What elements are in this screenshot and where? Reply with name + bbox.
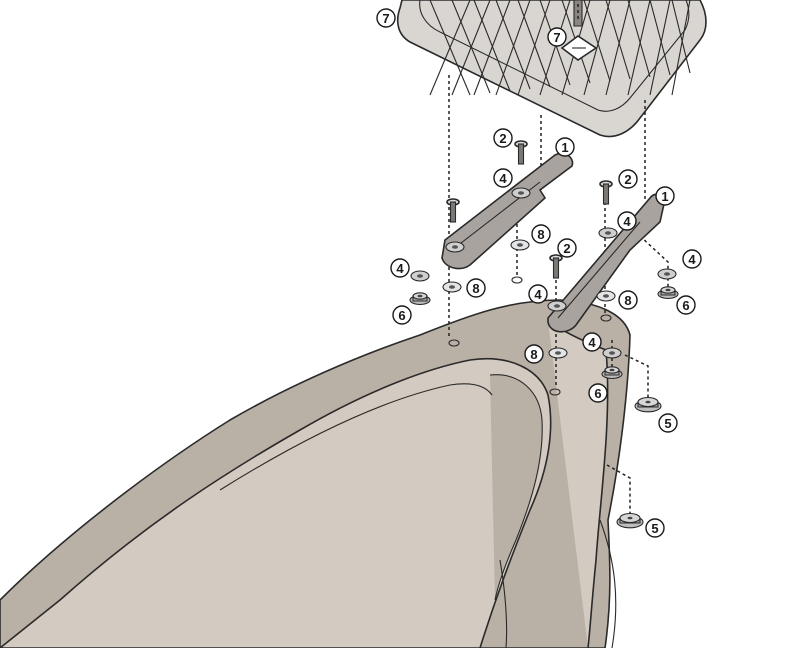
flange-nut-lower	[616, 512, 644, 529]
callout-label: 7	[382, 11, 389, 26]
callout-washer-right-side: 4	[682, 249, 702, 269]
screw-mid	[549, 254, 563, 279]
callout-label: 5	[664, 416, 671, 431]
callout-washer-mid: 4	[528, 284, 548, 304]
callout-screw-right: 2	[618, 169, 638, 189]
fasteners	[409, 140, 679, 529]
callout-flange-nut-upper: 5	[658, 413, 678, 433]
callout-nut-right-low: 6	[588, 383, 608, 403]
washer-mid	[547, 300, 567, 312]
callout-label: 8	[530, 347, 537, 362]
spacer-right	[596, 290, 616, 302]
seat-inner-line	[219, 383, 493, 491]
callout-label: 8	[537, 227, 544, 242]
callout-label: 2	[563, 241, 570, 256]
grab-handle-edge	[547, 319, 609, 648]
nut-right-low	[601, 366, 623, 380]
washer-left-mid	[445, 241, 465, 253]
flange-nut-upper	[634, 396, 662, 413]
callout-screw-left: 2	[493, 128, 513, 148]
callout-rack: 7	[376, 8, 396, 28]
callout-bracket-left: 1	[555, 137, 575, 157]
nut-left	[409, 292, 431, 306]
tail-lower-edge	[499, 559, 508, 648]
mount-hole-right-b	[600, 314, 612, 322]
callout-label: 8	[624, 293, 631, 308]
screw-bolt-left-low	[446, 198, 460, 223]
callout-label: 4	[623, 214, 631, 229]
mount-hole-mid	[511, 276, 523, 284]
rear-rack-plate	[396, 0, 707, 138]
callout-nut-right-side: 6	[676, 295, 696, 315]
callout-label: 8	[472, 281, 479, 296]
callout-screw-mid: 2	[557, 238, 577, 258]
callout-label: 1	[661, 189, 668, 204]
seat-top	[0, 358, 552, 648]
screw-right	[599, 180, 613, 205]
callout-rack-screw: 7	[547, 27, 567, 47]
washer-left-bottom	[410, 270, 430, 282]
seat-hollow	[489, 374, 543, 601]
washer-right-low	[602, 347, 622, 359]
callout-spacer-mid: 8	[524, 344, 544, 364]
callout-bracket-right: 1	[655, 186, 675, 206]
scooter-rear-body	[0, 276, 631, 648]
mount-hole-left	[448, 339, 460, 347]
side-panel-edge	[599, 519, 617, 648]
callout-label: 6	[594, 386, 601, 401]
spacer-left	[510, 239, 530, 251]
callout-label: 2	[499, 131, 506, 146]
callout-spacer-left-lower: 8	[466, 278, 486, 298]
callout-label: 5	[651, 521, 658, 536]
callout-washer-right-low: 4	[582, 332, 602, 352]
callout-flange-nut-lower: 5	[645, 518, 665, 538]
callout-label: 4	[534, 287, 542, 302]
screw-left	[514, 140, 528, 165]
callout-spacer-right: 8	[618, 290, 638, 310]
callout-washer-left-top: 4	[493, 168, 513, 188]
callout-label: 4	[688, 252, 696, 267]
rack-inner-rim	[419, 0, 690, 112]
callout-label: 6	[398, 308, 405, 323]
spacer-left-lower	[442, 281, 462, 293]
rack-grid	[429, 0, 691, 96]
callout-washer-right-top: 4	[617, 211, 637, 231]
callout-washer-left-bottom: 4	[390, 258, 410, 278]
mount-hole-right-a	[549, 388, 561, 396]
nut-right-side	[657, 286, 679, 300]
callout-label: 4	[499, 171, 507, 186]
callout-label: 4	[396, 261, 404, 276]
callout-label: 6	[682, 298, 689, 313]
callout-label: 4	[588, 335, 596, 350]
callout-label: 1	[561, 140, 568, 155]
spacer-mid	[548, 347, 568, 359]
callouts: 7 7 2 1 4 8 4 6 8 2 4 8 2 1 4 4 6 8 4 6 5 5	[376, 8, 702, 538]
washer-left-top	[511, 187, 531, 199]
washer-right-top	[598, 227, 618, 239]
callout-nut-left: 6	[392, 305, 412, 325]
callout-spacer-left: 8	[531, 224, 551, 244]
callout-label: 2	[624, 172, 631, 187]
callout-label: 7	[553, 30, 560, 45]
washer-right-side	[657, 268, 677, 280]
